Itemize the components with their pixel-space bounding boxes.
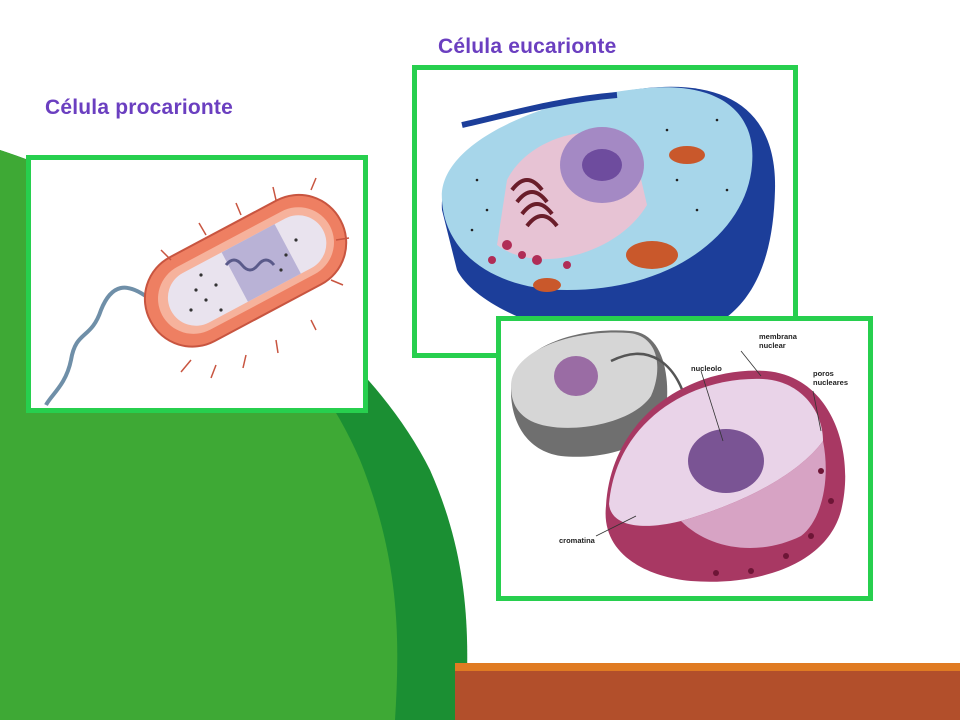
label-nucleolus: nucleolo bbox=[691, 364, 722, 373]
animal-cell-illustration bbox=[441, 86, 776, 342]
label-chromatin: cromatina bbox=[559, 536, 596, 545]
eukaryote-cell-title: Célula eucarionte bbox=[438, 35, 617, 58]
prokaryote-cell-title: Célula procarionte bbox=[45, 96, 233, 119]
label-membrane-2: nuclear bbox=[759, 341, 786, 350]
brown-band bbox=[455, 671, 960, 720]
nucleus-illustration: membrana nuclear nucleolo poros nucleare… bbox=[511, 330, 848, 582]
label-pores-1: poros bbox=[813, 369, 834, 378]
orange-band bbox=[455, 663, 960, 671]
prokaryote-cell-image bbox=[26, 155, 368, 413]
label-pores-2: nucleares bbox=[813, 378, 848, 387]
label-membrane-1: membrana bbox=[759, 332, 798, 341]
eukaryote-cell-image bbox=[412, 65, 798, 358]
bacterium-illustration bbox=[44, 177, 350, 407]
nucleolus-shape bbox=[688, 429, 764, 493]
nucleus-diagram-image: membrana nuclear nucleolo poros nucleare… bbox=[496, 316, 873, 601]
